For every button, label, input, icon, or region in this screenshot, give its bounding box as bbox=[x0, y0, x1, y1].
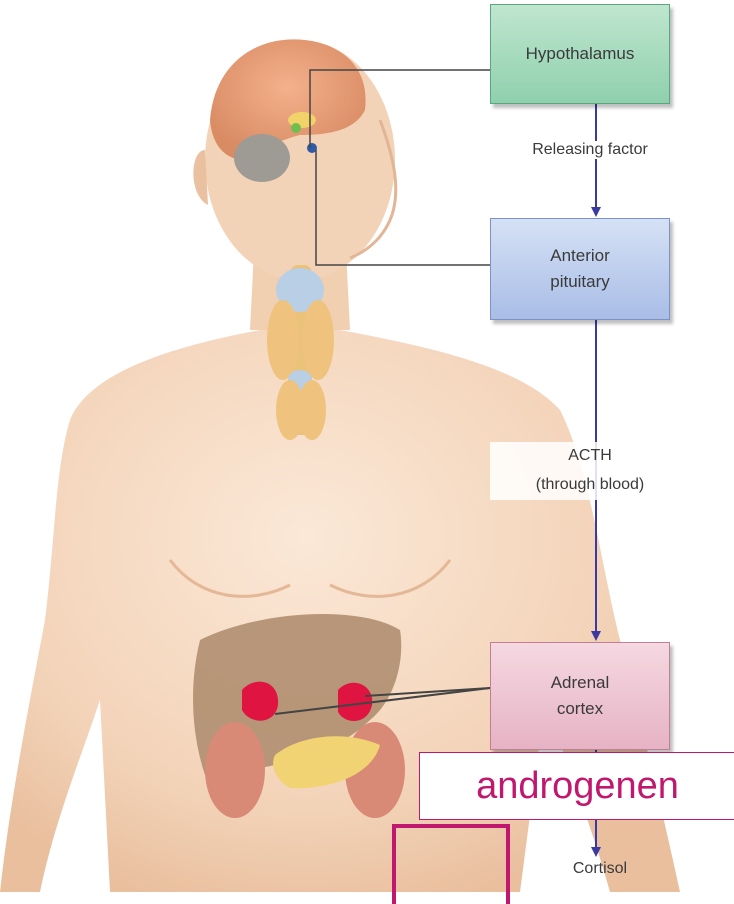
cerebellum-shape bbox=[234, 134, 290, 182]
acth-label: ACTH (through blood) bbox=[490, 442, 690, 500]
pineal-marker bbox=[291, 123, 301, 133]
thyroid-illustration bbox=[267, 265, 334, 440]
left-kidney bbox=[205, 722, 265, 818]
anterior-pituitary-box: Anterior pituitary bbox=[490, 218, 670, 320]
adrenal-cortex-box: Adrenal cortex bbox=[490, 642, 670, 750]
releasing-factor-label: Releasing factor bbox=[500, 141, 680, 159]
left-adrenal-gland bbox=[242, 682, 278, 721]
androgen-annotation: androgenen bbox=[419, 752, 734, 820]
empty-annotation-box bbox=[392, 824, 510, 904]
cortisol-label: Cortisol bbox=[560, 860, 640, 878]
hypothalamus-box: Hypothalamus bbox=[490, 4, 670, 104]
